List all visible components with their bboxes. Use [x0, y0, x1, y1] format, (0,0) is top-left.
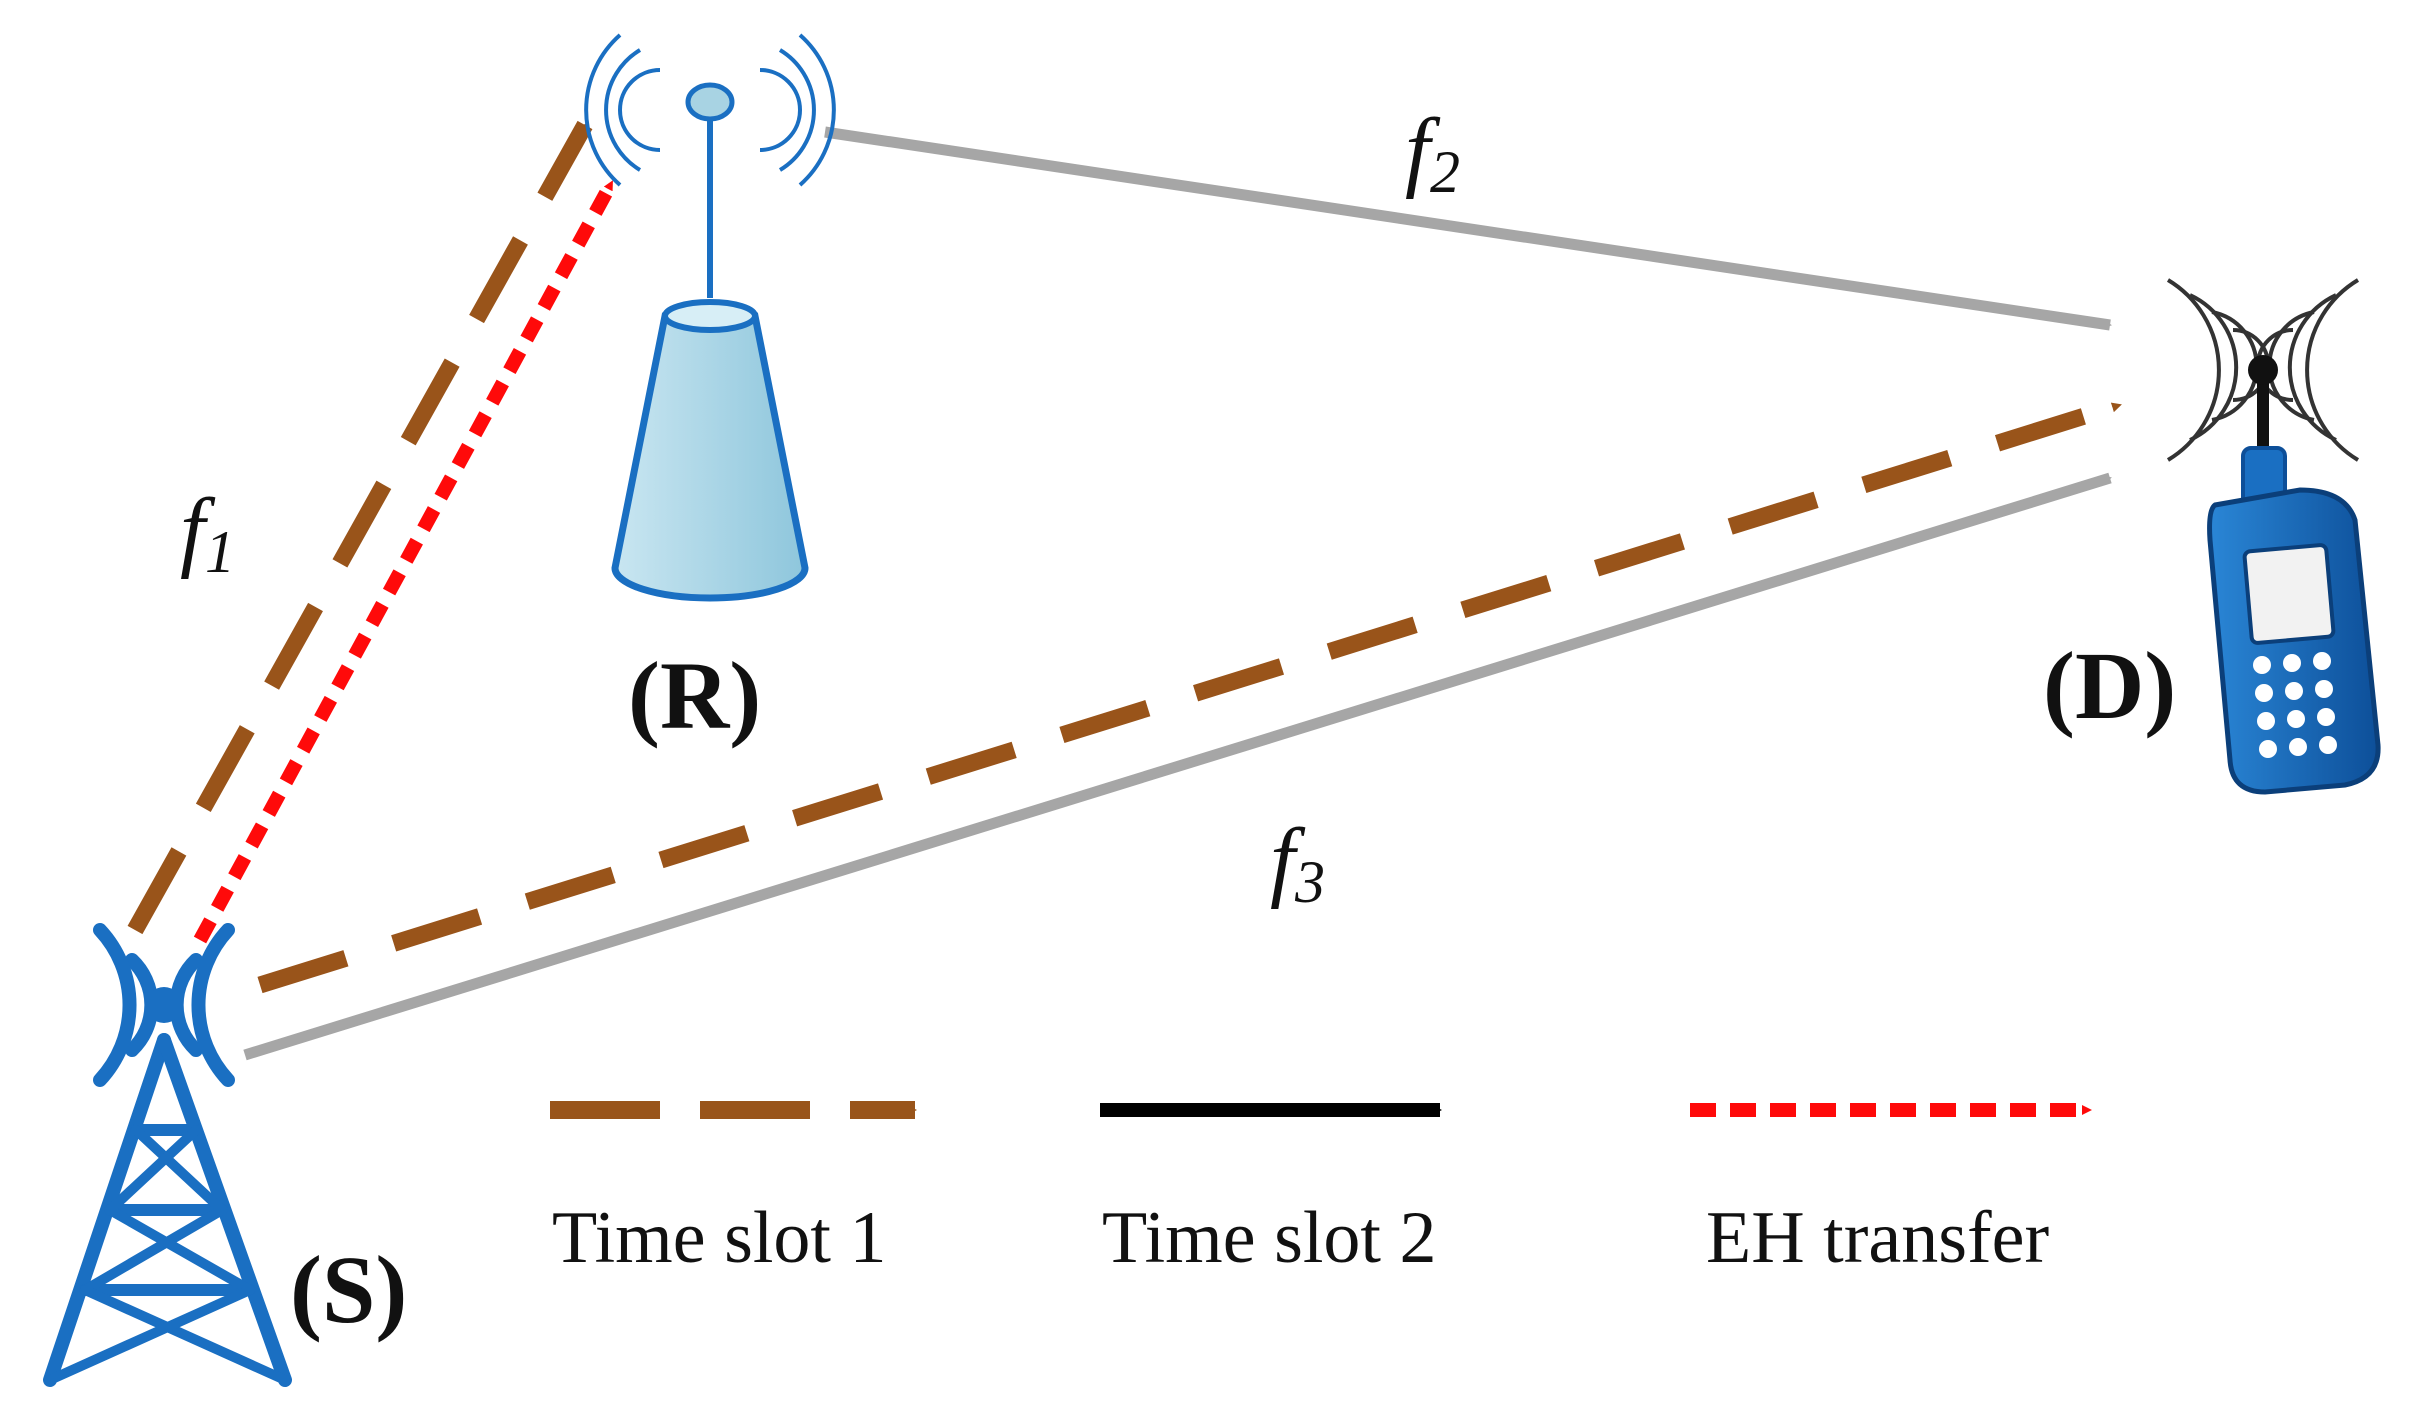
link-label-f3: f3	[1270, 811, 1325, 915]
source-label: (S)	[290, 1236, 407, 1343]
legend-slot2-label: Time slot 2	[1102, 1197, 1436, 1279]
link-label-f2: f2	[1405, 101, 1460, 205]
relay-label: (R)	[628, 642, 761, 749]
transmission-tower-icon	[43, 923, 292, 1387]
link-label-f1: f1	[180, 481, 235, 585]
eh-transfer-link	[193, 178, 619, 944]
source-to-destination-slot1-link	[257, 396, 2123, 994]
mobile-phone-icon	[2166, 278, 2381, 795]
relay-to-destination-link	[824, 126, 2112, 331]
source-to-relay-slot1-link	[127, 120, 593, 935]
legend-slot1-label: Time slot 1	[552, 1197, 886, 1279]
source-to-destination-direct-link	[243, 472, 2112, 1061]
relay-antenna-icon	[584, 33, 836, 602]
legend: Time slot 1 Time slot 2 EH transfer	[550, 1101, 2092, 1279]
destination-label: (D)	[2043, 632, 2176, 739]
legend-eh-label: EH transfer	[1706, 1197, 2049, 1279]
